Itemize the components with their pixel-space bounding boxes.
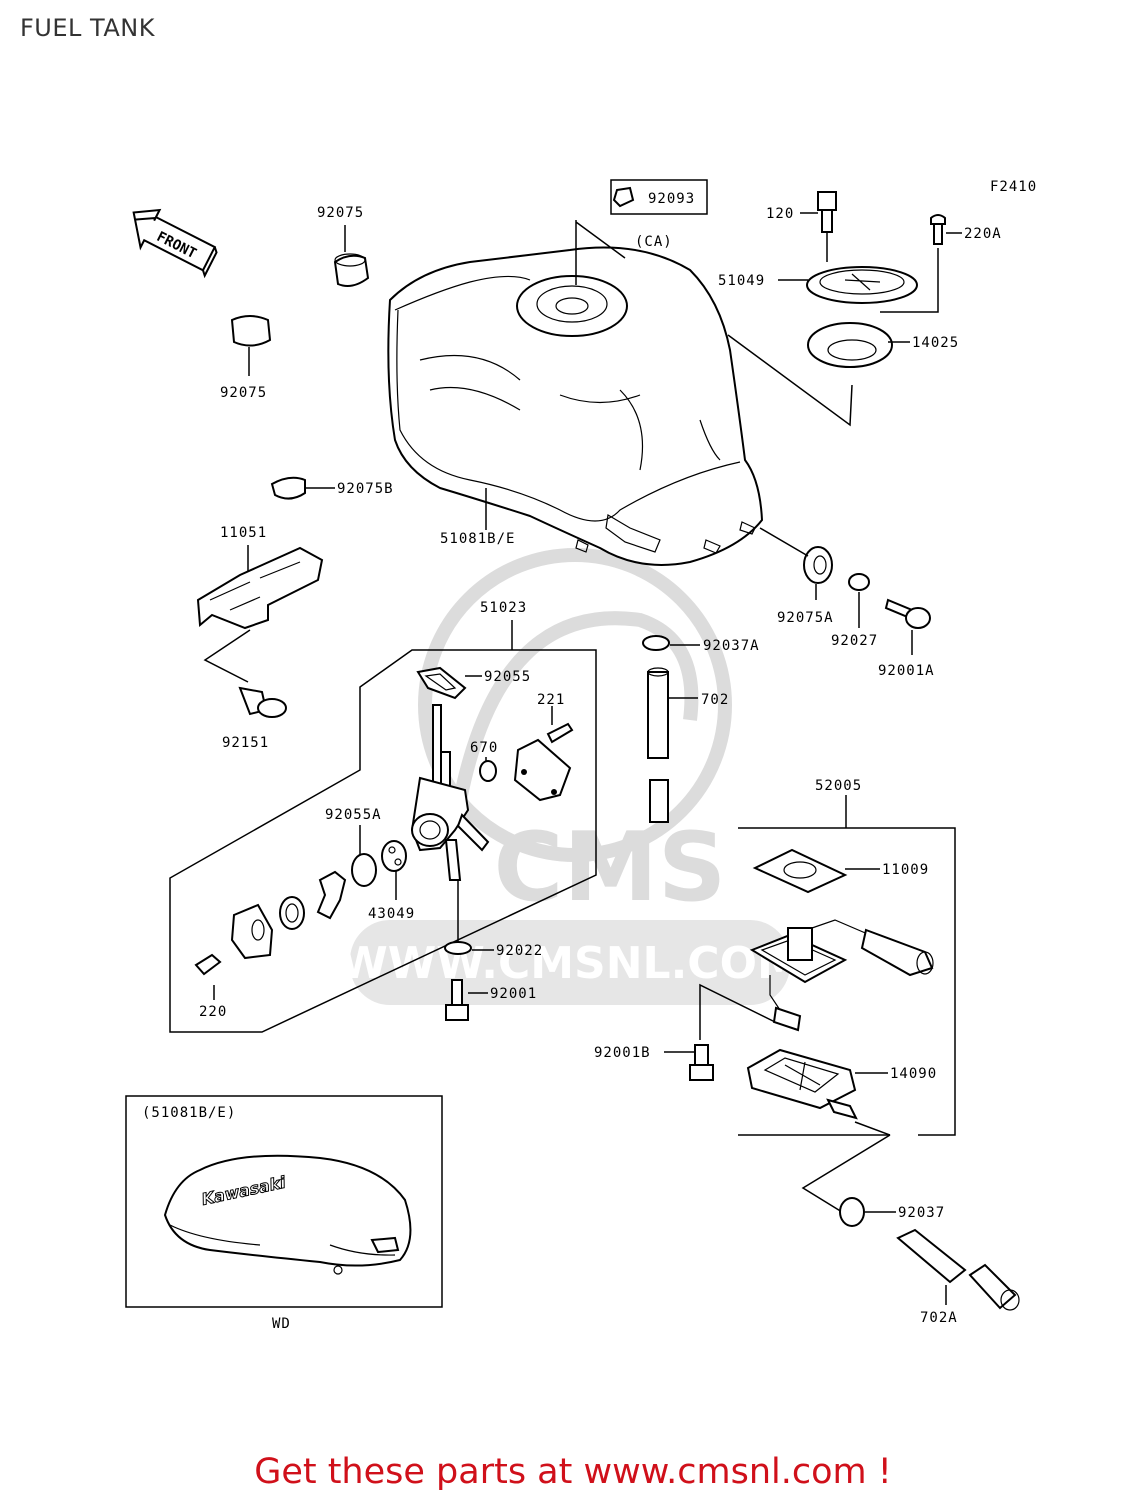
callout-220: 220 xyxy=(199,1004,227,1020)
callout-92037: 92037 xyxy=(898,1205,945,1221)
callout-92001: 92001 xyxy=(490,986,537,1002)
damper-92075-top xyxy=(333,254,370,287)
screw-221 xyxy=(546,722,574,744)
bracket-11051 xyxy=(196,546,324,630)
callout-92075A: 92075A xyxy=(777,610,834,626)
damper-92075-left xyxy=(230,315,272,347)
callout-11009: 11009 xyxy=(882,862,929,878)
callout-92055: 92055 xyxy=(484,669,531,685)
callout-92037A: 92037A xyxy=(703,638,760,654)
callout-92075-top: 92075 xyxy=(317,205,364,221)
leader-cap-assembly xyxy=(727,334,853,427)
seal-ring xyxy=(279,896,305,930)
fuel-tank xyxy=(387,246,764,566)
callout-702A: 702A xyxy=(920,1310,958,1326)
callout-92001B: 92001B xyxy=(594,1045,651,1061)
oring-92055A xyxy=(351,853,377,887)
filler-cap-51049 xyxy=(806,266,918,304)
callout-14090: 14090 xyxy=(890,1066,937,1082)
leader-92037-assembly xyxy=(801,1134,891,1213)
watermark-url: WWW.CMSNL.COM xyxy=(339,938,801,989)
fuel-sender xyxy=(749,919,934,1032)
callout-221: 221 xyxy=(537,692,565,708)
bolt-120 xyxy=(817,191,837,211)
leader-92001B xyxy=(664,983,776,1053)
callout-92055A: 92055A xyxy=(325,807,382,823)
leader-11051-bolt xyxy=(203,629,251,683)
callout-43049: 43049 xyxy=(368,906,415,922)
leader-120 xyxy=(800,212,828,262)
callout-92093: 92093 xyxy=(648,191,695,207)
clamp-92037 xyxy=(839,1197,865,1227)
diagram-title: FUEL TANK xyxy=(20,14,155,42)
callout-box-92093 xyxy=(610,179,708,215)
rivet-92093-icon xyxy=(612,186,635,208)
inset-panel: (51081B/E) Kawasaki WD xyxy=(125,1095,443,1332)
assembly-box-51023 xyxy=(169,649,597,1033)
variant-label: (CA) xyxy=(635,234,673,250)
leader-220A xyxy=(880,232,962,313)
inset-title: (51081B/E) xyxy=(142,1105,236,1121)
oring-670 xyxy=(479,760,497,782)
washer-92022 xyxy=(444,941,472,955)
bolt-92001 xyxy=(451,979,463,1006)
callout-220A: 220A xyxy=(964,226,1002,242)
gasket-11009 xyxy=(752,848,848,894)
leader-92093 xyxy=(575,220,626,285)
fuel-cock xyxy=(410,704,490,881)
callout-51081BE: 51081B/E xyxy=(440,531,515,547)
watermark-swoosh xyxy=(453,611,699,802)
callout-92001A: 92001A xyxy=(878,663,935,679)
callout-52005: 52005 xyxy=(815,778,862,794)
callout-92022: 92022 xyxy=(496,943,543,959)
watermark xyxy=(418,548,732,862)
inset-footer: WD xyxy=(272,1316,291,1332)
plug-92075B xyxy=(270,476,306,500)
inset-tank xyxy=(163,1154,412,1267)
leader-14090 xyxy=(854,1072,891,1136)
footer-link[interactable]: Get these parts at www.cmsnl.com ! xyxy=(254,1452,892,1492)
clamp-92037A xyxy=(642,635,670,651)
watermark-ring xyxy=(418,548,732,862)
callout-51023: 51023 xyxy=(480,600,527,616)
screw-220A xyxy=(930,214,946,245)
screw-220 xyxy=(194,953,222,976)
callout-14025: 14025 xyxy=(912,335,959,351)
callout-92151: 92151 xyxy=(222,735,269,751)
hose-702A xyxy=(896,1228,967,1284)
figure-code: F2410 xyxy=(990,179,1037,195)
hose-702 xyxy=(647,671,669,759)
callout-92027: 92027 xyxy=(831,633,878,649)
callout-702: 702 xyxy=(701,692,729,708)
callout-670: 670 xyxy=(470,740,498,756)
callout-51049: 51049 xyxy=(718,273,765,289)
leader-92075A xyxy=(759,527,817,600)
collar-92027 xyxy=(848,573,870,591)
callout-120: 120 xyxy=(766,206,794,222)
cover-plate xyxy=(513,738,572,802)
callout-92075B: 92075B xyxy=(337,481,394,497)
leader-92022 xyxy=(457,880,494,951)
callout-11051: 11051 xyxy=(220,525,267,541)
bolt-92001B xyxy=(694,1044,709,1066)
grommet-92075A xyxy=(803,546,833,584)
front-arrow-icon: FRONT xyxy=(132,208,218,279)
parts-diagram: CMS WWW.CMSNL.COM F2410 FRONT 92093 (CA)… xyxy=(125,179,1037,1332)
diaphragm-43049 xyxy=(381,840,407,872)
lever xyxy=(316,870,347,920)
inset-border xyxy=(125,1095,443,1308)
callout-92075-left: 92075 xyxy=(220,385,267,401)
